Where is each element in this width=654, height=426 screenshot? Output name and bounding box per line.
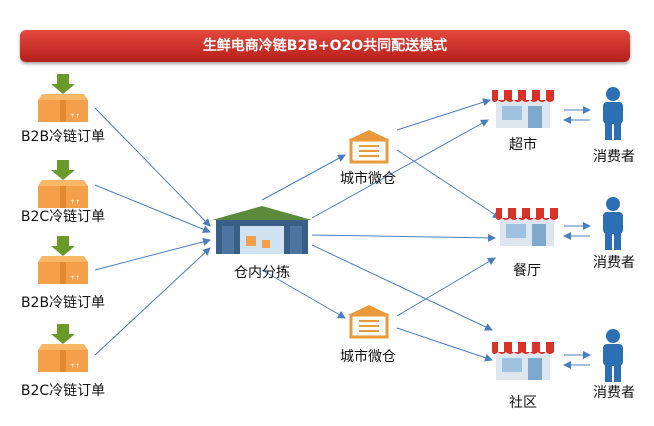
arrow-order4-hub	[94, 247, 211, 356]
consumer-label-2: 消费者	[593, 255, 635, 271]
arrow-hub-restaurant	[311, 233, 496, 242]
store-label-supermarket: 超市	[509, 137, 537, 153]
store-label-restaurant: 餐厅	[513, 263, 541, 279]
arrow-hub-micro2	[261, 269, 346, 319]
consumer-label-3: 消费者	[593, 385, 635, 401]
arrow-hub-micro1	[261, 154, 346, 201]
consumer-icon	[603, 87, 623, 140]
consumer-icon	[603, 197, 623, 250]
micro-warehouse-label-1: 城市微仓	[340, 171, 396, 187]
micro-warehouse-icon	[348, 130, 390, 164]
store-icon	[492, 342, 554, 380]
store-icon	[492, 90, 554, 128]
arrow-order2-hub	[94, 184, 211, 234]
title-banner: 生鲜电商冷链B2B+O2O共同配送模式	[20, 30, 630, 62]
order-box-icon: ↑↑	[38, 324, 88, 372]
order-box-icon: ↑↑	[38, 236, 88, 284]
svg-text:↑↑: ↑↑	[70, 113, 80, 120]
micro-warehouse-label-2: 城市微仓	[340, 349, 396, 365]
store-icon	[496, 208, 558, 246]
micro-warehouse-icon	[348, 305, 390, 339]
arrow-hub-supermarket	[311, 119, 489, 219]
order-label-4: B2C冷链订单	[20, 383, 106, 399]
order-label-2: B2C冷链订单	[20, 209, 106, 225]
order-label-3: B2B冷链订单	[20, 295, 106, 311]
store-label-community: 社区	[509, 395, 537, 411]
arrow-order1-hub	[94, 107, 211, 227]
svg-text:↑↑: ↑↑	[70, 275, 80, 282]
arrow-order3-hub	[94, 237, 211, 271]
hub-label: 仓内分拣	[234, 265, 290, 281]
arrow-micro1-restaurant	[396, 149, 501, 219]
consumer-icon	[603, 329, 623, 382]
order-box-icon: ↑↑	[38, 160, 88, 208]
arrow-micro2-restaurant	[396, 257, 496, 317]
svg-text:↑↑: ↑↑	[70, 199, 80, 206]
arrow-micro1-supermarket	[396, 98, 491, 131]
svg-text:↑↑: ↑↑	[70, 363, 80, 370]
order-label-1: B2B冷链订单	[20, 129, 106, 145]
warehouse-icon	[212, 206, 312, 254]
arrow-hub-community	[311, 244, 493, 331]
consumer-label-1: 消费者	[593, 149, 635, 165]
arrow-micro2-community	[396, 327, 493, 362]
order-box-icon: ↑↑	[38, 74, 88, 122]
